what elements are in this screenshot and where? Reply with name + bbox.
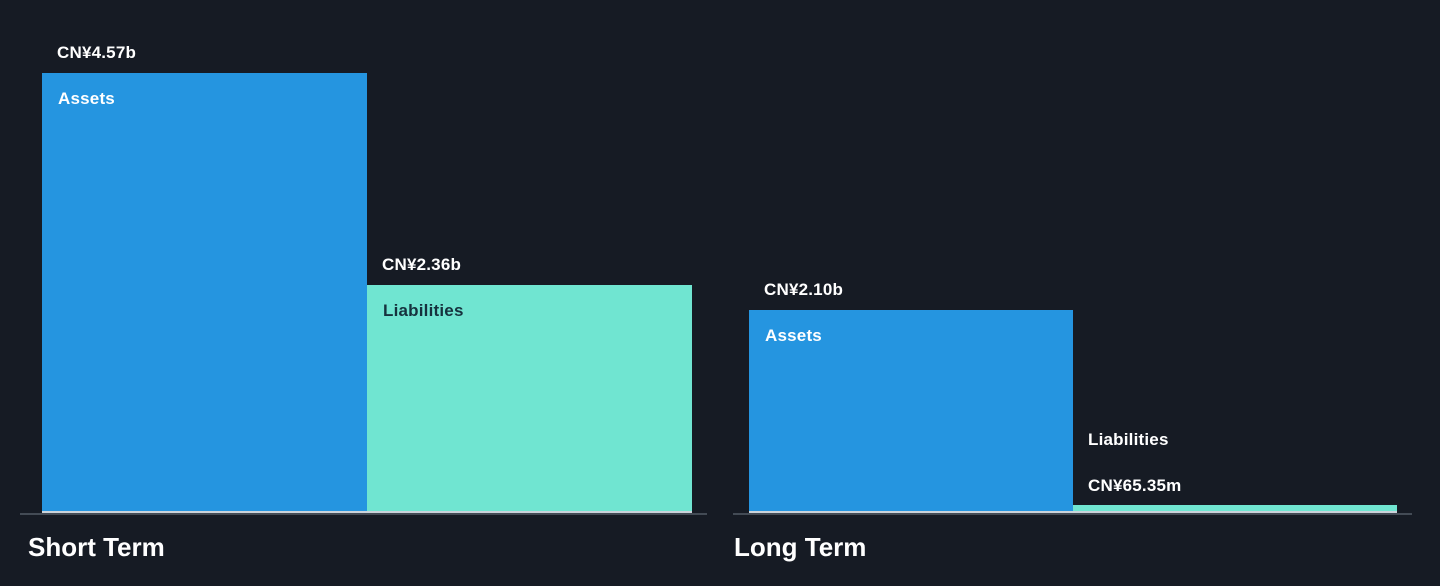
long-term-assets-label: Assets (765, 326, 822, 345)
short-term-assets-value-label: CN¥4.57b (57, 43, 137, 62)
short-term-group-label: Short Term (28, 532, 165, 562)
short-term-baseline (42, 511, 692, 513)
short-term-liabilities-value-label: CN¥2.36b (382, 255, 462, 274)
long-term-group-label: Long Term (734, 532, 867, 562)
long-term-liabilities-value-label: CN¥65.35m (1088, 476, 1182, 495)
short-term-assets-label: Assets (58, 89, 115, 108)
long-term-liabilities-label: Liabilities (1088, 430, 1169, 449)
short-term-axis-line (20, 513, 707, 515)
long-term-liabilities-bar[interactable] (1073, 505, 1397, 511)
short-term-liabilities-bar[interactable] (367, 285, 692, 511)
long-term-assets-bar[interactable] (749, 310, 1073, 511)
short-term-assets-bar[interactable] (42, 73, 367, 511)
long-term-axis-line (733, 513, 1412, 515)
long-term-assets-value-label: CN¥2.10b (764, 280, 844, 299)
long-term-baseline (749, 511, 1397, 513)
short-term-liabilities-label: Liabilities (383, 301, 464, 320)
